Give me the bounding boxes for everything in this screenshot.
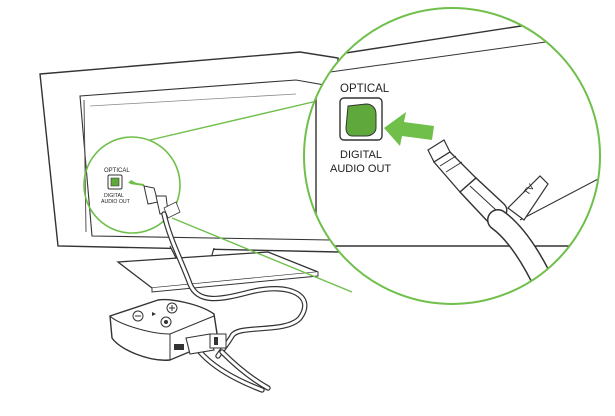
small-green-arrow-shaft xyxy=(129,182,145,186)
zoom-panel-line xyxy=(519,177,600,221)
zoom-port-label-top: OPTICAL xyxy=(340,83,390,95)
tv-port-label-bottom-2: AUDIO OUT xyxy=(101,199,131,205)
plug-ring-2 xyxy=(445,161,463,173)
tv-port-label-top: OPTICAL xyxy=(104,168,130,174)
zoom-port-label-bottom-2: AUDIO OUT xyxy=(330,163,391,175)
green-insert-arrow-icon xyxy=(384,112,434,146)
device-port-icon xyxy=(174,344,184,350)
zoom-cable-tag xyxy=(507,175,549,221)
zoom-detail: OPTICAL DIGITAL AUDIO OUT TV xyxy=(304,8,600,304)
device-plug-icon xyxy=(185,333,215,355)
large-zoom-circle xyxy=(303,7,601,305)
small-zoom-circle xyxy=(83,136,181,234)
zoom-connector-bottom xyxy=(171,217,353,293)
plug-body-line xyxy=(469,185,497,211)
device-cable-inner xyxy=(198,350,264,392)
zoom-panel-inner-top xyxy=(315,39,561,75)
tv-panel-inner-line xyxy=(89,93,297,107)
optical-cable xyxy=(143,185,308,393)
plug-ring-1 xyxy=(439,155,457,167)
device-plug-ring xyxy=(214,337,218,345)
zoom-cable-inner xyxy=(488,210,570,304)
zoom-port-label-bottom-1: DIGITAL xyxy=(340,149,382,161)
cable-inner xyxy=(162,212,307,358)
tv-optical-port: OPTICAL DIGITAL AUDIO OUT xyxy=(101,168,145,205)
device-top-edge xyxy=(109,315,215,335)
audio-device xyxy=(109,298,227,361)
tv-port-green-icon xyxy=(110,177,120,187)
tv-port-label-bottom-1: DIGITAL xyxy=(104,193,124,199)
device-led-icon xyxy=(152,312,156,316)
tv-monitor xyxy=(39,51,339,293)
mode-glyph xyxy=(164,320,168,324)
zoom-connector-top xyxy=(149,97,331,141)
tv-panel-edge xyxy=(83,99,87,233)
device-cable2-inner xyxy=(220,350,270,390)
zoom-port-green-icon xyxy=(345,103,377,137)
